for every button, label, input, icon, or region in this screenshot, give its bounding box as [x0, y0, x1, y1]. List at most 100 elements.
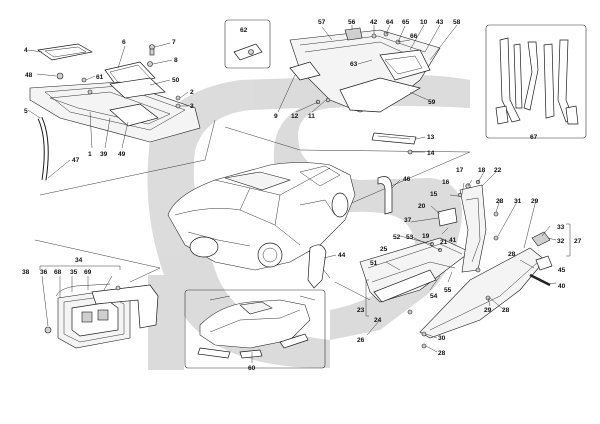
callout-48: 48 [25, 72, 33, 79]
callout-8: 8 [174, 57, 178, 64]
callout-19: 19 [422, 233, 430, 240]
callout-9: 9 [274, 113, 278, 120]
callout-45: 45 [558, 267, 566, 274]
callout-12: 12 [291, 113, 299, 120]
callout-11: 11 [308, 113, 315, 120]
callout-67: 67 [530, 134, 538, 141]
callout-51: 51 [370, 260, 378, 267]
callout-16: 16 [442, 179, 450, 186]
callout-13: 13 [427, 134, 435, 141]
callout-29-a: 29 [531, 198, 539, 205]
watermark-shape-left [147, 78, 330, 369]
part-13-strip [371, 132, 426, 155]
callout-62: 62 [240, 27, 248, 34]
callout-36: 36 [40, 269, 48, 276]
part-23-trim [373, 269, 437, 303]
callout-43: 43 [436, 19, 444, 26]
callout-25: 25 [380, 246, 388, 253]
callout-28-a: 28 [496, 198, 504, 205]
callout-57: 57 [318, 19, 326, 26]
callouts: 4 6 7 8 50 2 3 48 61 5 47 1 39 49 62 57 … [22, 19, 582, 372]
callout-35: 35 [70, 269, 78, 276]
callout-69: 69 [84, 269, 92, 276]
callout-7: 7 [172, 39, 176, 46]
callout-28-d: 28 [438, 350, 446, 357]
callout-30: 30 [438, 335, 446, 342]
callout-26: 26 [357, 337, 365, 344]
callout-64: 64 [386, 19, 394, 26]
part-20-bracket [437, 207, 458, 227]
part-51-sill [359, 237, 471, 303]
part-50-mesh [109, 77, 166, 99]
callout-24: 24 [374, 317, 382, 324]
callout-21: 21 [440, 239, 448, 246]
callout-22: 22 [494, 167, 502, 174]
callout-46: 46 [403, 176, 411, 183]
callout-10: 10 [420, 19, 428, 26]
callout-50: 50 [172, 77, 180, 84]
callout-17: 17 [456, 167, 464, 174]
inset-67 [485, 24, 587, 139]
part-4-frame [37, 43, 93, 61]
callout-66: 66 [410, 33, 418, 40]
part-34-assembly [39, 265, 159, 349]
callout-60: 60 [248, 365, 256, 372]
section-separators [34, 119, 471, 301]
part-56-bracket [344, 27, 363, 41]
callout-56: 56 [348, 19, 356, 26]
callout-28-c: 28 [502, 307, 510, 314]
callout-5: 5 [24, 108, 28, 115]
callout-33: 33 [557, 224, 565, 231]
callout-3: 3 [190, 103, 194, 110]
callout-15: 15 [430, 191, 438, 198]
callout-37: 37 [404, 217, 412, 224]
inset-62 [224, 19, 271, 69]
callout-4: 4 [24, 47, 28, 54]
inset-60 [184, 289, 326, 369]
callout-49: 49 [118, 151, 126, 158]
callout-1: 1 [88, 151, 92, 158]
part-27-sill [419, 247, 546, 339]
part-46 [377, 176, 401, 215]
callout-53: 53 [406, 234, 414, 241]
callout-31: 31 [514, 198, 522, 205]
callout-34: 34 [75, 257, 83, 264]
callout-14: 14 [427, 150, 435, 157]
callout-68: 68 [54, 269, 62, 276]
callout-39: 39 [100, 151, 108, 158]
callout-44: 44 [338, 252, 346, 259]
callout-23: 23 [357, 307, 365, 314]
part-35-seal [55, 283, 111, 297]
callout-47: 47 [72, 157, 80, 164]
callout-63: 63 [350, 61, 358, 68]
engine-lid-assembly [27, 42, 201, 181]
callout-18: 18 [478, 167, 486, 174]
callout-29-b: 29 [484, 307, 492, 314]
callout-2: 2 [190, 89, 194, 96]
callout-52: 52 [393, 234, 401, 241]
callout-28-b: 28 [508, 251, 516, 258]
callout-58: 58 [453, 19, 461, 26]
part-44 [307, 244, 337, 289]
callout-27: 27 [574, 238, 582, 245]
callout-65: 65 [402, 19, 410, 26]
callout-20: 20 [418, 203, 426, 210]
callout-41: 41 [449, 237, 457, 244]
part-69-gasket [91, 284, 159, 329]
main-car [167, 162, 356, 271]
side-sill-assembly [359, 171, 571, 353]
callout-38: 38 [22, 269, 30, 276]
callout-55: 55 [444, 287, 452, 294]
callout-59: 59 [428, 99, 436, 106]
part-59-panel [339, 77, 421, 113]
rear-deck-assembly [277, 24, 458, 113]
car-windshield [224, 171, 292, 191]
callout-54: 54 [430, 293, 438, 300]
part-49-insert [109, 103, 159, 127]
part-40-clip [529, 273, 551, 287]
callout-40: 40 [558, 283, 566, 290]
callout-6: 6 [122, 39, 126, 46]
callout-61: 61 [96, 74, 104, 81]
